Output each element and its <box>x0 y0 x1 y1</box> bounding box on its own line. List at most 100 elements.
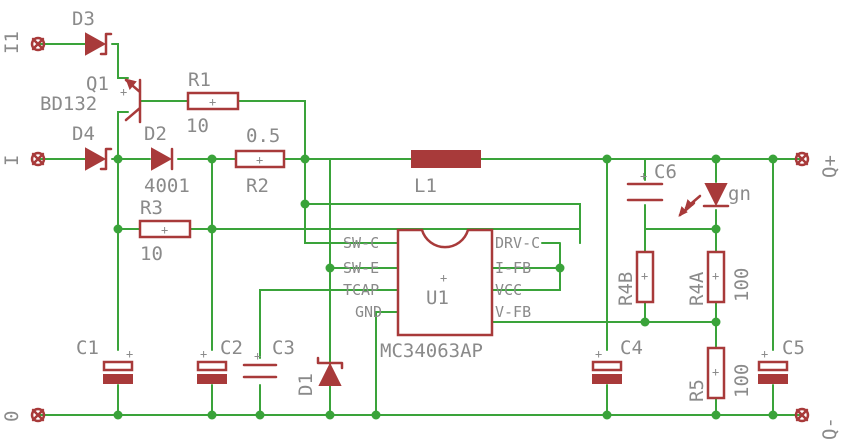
port-zero[interactable]: 0 <box>1 407 46 423</box>
junction <box>300 154 310 164</box>
resistor-r3[interactable]: + R3 10 <box>138 197 192 265</box>
c6-label: C6 <box>654 161 677 183</box>
port-i[interactable]: I <box>1 151 46 167</box>
d3-label: D3 <box>72 8 95 30</box>
svg-text:+: + <box>761 347 768 361</box>
junction <box>711 317 721 327</box>
capacitor-c6[interactable]: + C6 <box>626 161 677 202</box>
junction <box>113 154 123 164</box>
junction <box>207 410 217 420</box>
port-zero-label: 0 <box>1 411 23 422</box>
resistor-r1[interactable]: + R1 10 <box>186 69 240 137</box>
wire-sw-c <box>304 158 399 244</box>
junction <box>711 410 721 420</box>
svg-text:+: + <box>209 95 216 109</box>
c4-label: C4 <box>620 337 643 359</box>
r3-value: 10 <box>140 243 163 265</box>
pin-gnd: GND <box>355 303 382 321</box>
inductor-l1[interactable]: L1 <box>411 150 481 197</box>
l1-label: L1 <box>414 175 437 197</box>
svg-text:+: + <box>641 269 648 283</box>
junction <box>113 410 123 420</box>
junction <box>371 410 381 420</box>
d4-label: D4 <box>72 123 95 145</box>
svg-text:+: + <box>200 347 207 361</box>
wire-q1-emitter <box>117 111 129 160</box>
led-color-label: gn <box>728 183 751 205</box>
junction <box>602 410 612 420</box>
d2-type-label: 4001 <box>144 175 190 197</box>
diode-d4[interactable]: D4 <box>72 123 113 171</box>
d2-label: D2 <box>144 123 167 145</box>
led-diode[interactable]: gn <box>678 183 751 217</box>
junction <box>555 263 565 273</box>
diode-d1[interactable]: D1 <box>295 356 344 396</box>
r2-value: 0.5 <box>246 125 280 147</box>
port-q-minus[interactable]: Q- <box>794 407 841 440</box>
pin-tcap: TCAP <box>343 281 379 299</box>
resistor-r2[interactable]: + 0.5 R2 <box>234 125 286 197</box>
pin-sw-e: SW-E <box>343 259 379 277</box>
pin-v-fb: V-FB <box>495 303 531 321</box>
junction <box>325 263 335 273</box>
svg-text:+: + <box>161 223 168 237</box>
junction <box>207 154 217 164</box>
c2-label: C2 <box>220 337 243 359</box>
svg-text:+: + <box>595 347 602 361</box>
capacitor-c2[interactable]: + C2 <box>196 337 243 384</box>
capacitor-c4[interactable]: + C4 <box>591 337 643 384</box>
capacitor-c5[interactable]: + C5 <box>757 337 805 384</box>
c1-label: C1 <box>76 337 99 359</box>
svg-text:+: + <box>712 269 719 283</box>
svg-text:+: + <box>254 349 261 363</box>
port-i1[interactable]: I1 <box>1 31 46 54</box>
ic-u1[interactable]: + U1 MC34063AP SW-C SW-E TCAP GND DRV-C … <box>343 228 540 362</box>
c3-label: C3 <box>272 337 295 359</box>
wire-ifb-vcc <box>491 267 561 291</box>
svg-text:+: + <box>712 365 719 379</box>
r1-value: 10 <box>186 115 209 137</box>
junction <box>640 317 650 327</box>
port-q-plus[interactable]: Q+ <box>794 151 841 178</box>
r1-label: R1 <box>188 69 211 91</box>
junction <box>711 224 721 234</box>
r4a-label: R4A <box>686 271 708 306</box>
r4a-value: 100 <box>731 268 753 302</box>
svg-text:+: + <box>126 347 133 361</box>
pin-vcc: VCC <box>495 281 522 299</box>
r5-label: R5 <box>686 379 708 402</box>
u1-label: U1 <box>426 287 449 309</box>
diode-d2[interactable]: D2 4001 <box>144 123 190 197</box>
port-i1-label: I1 <box>1 31 23 54</box>
wire-r1-out <box>237 100 306 160</box>
junction <box>207 224 217 234</box>
transistor-q1[interactable]: + Q1 BD132 <box>40 73 142 124</box>
capacitor-c1[interactable]: + C1 <box>76 337 134 384</box>
r2-label: R2 <box>246 175 269 197</box>
junction <box>711 154 721 164</box>
pin-drv-c: DRV-C <box>495 234 540 252</box>
resistor-r4b[interactable]: + R4B <box>615 250 655 306</box>
pin-i-fb: I-FB <box>495 259 531 277</box>
port-i-label: I <box>1 155 23 166</box>
svg-text:+: + <box>440 271 447 285</box>
capacitor-c3[interactable]: + C3 <box>242 337 295 379</box>
r3-label: R3 <box>140 197 163 219</box>
junction <box>325 410 335 420</box>
wire-tcap <box>259 289 399 359</box>
port-q-minus-label: Q- <box>819 417 841 440</box>
junction <box>768 154 778 164</box>
resistor-r4a[interactable]: + R4A 100 <box>686 250 753 306</box>
ports: I1 I 0 Q+ Q- <box>1 31 841 440</box>
port-q-plus-label: Q+ <box>819 155 841 178</box>
junction <box>768 410 778 420</box>
diode-d3[interactable]: D3 <box>72 8 113 56</box>
r4b-label: R4B <box>615 272 637 306</box>
pin-sw-c: SW-C <box>343 234 379 252</box>
junctions <box>113 154 778 420</box>
q1-label: Q1 <box>86 73 109 95</box>
resistor-r5[interactable]: + R5 100 <box>686 346 753 402</box>
wire-gnd <box>375 311 399 416</box>
junction <box>113 224 123 234</box>
